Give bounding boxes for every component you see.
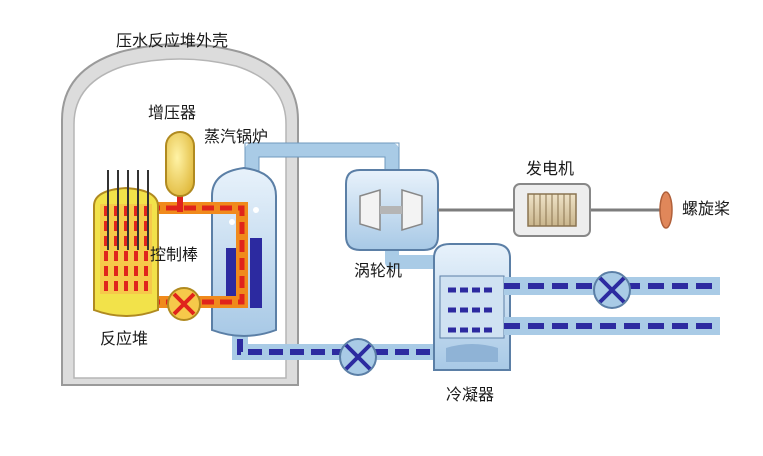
primary-pump	[167, 287, 201, 321]
cooling-pump	[593, 271, 631, 309]
label-steam-generator: 蒸汽锅炉	[204, 127, 269, 146]
label-propeller: 螺旋桨	[682, 199, 731, 218]
pressurizer	[165, 131, 195, 212]
generator	[513, 183, 591, 237]
label-turbine: 涡轮机	[354, 261, 403, 280]
propeller-icon	[659, 191, 673, 229]
condenser	[433, 243, 511, 371]
label-reactor: 反应堆	[100, 329, 149, 348]
reactor-vessel	[93, 186, 159, 317]
label-containment: 压水反应堆外壳	[116, 31, 229, 50]
label-pressurizer: 增压器	[148, 103, 197, 122]
label-control-rods: 控制棒	[150, 245, 199, 264]
label-condenser: 冷凝器	[446, 385, 495, 404]
control-rods	[107, 170, 149, 250]
label-generator: 发电机	[526, 159, 575, 178]
feed-pump	[339, 338, 377, 376]
turbine	[345, 169, 439, 251]
